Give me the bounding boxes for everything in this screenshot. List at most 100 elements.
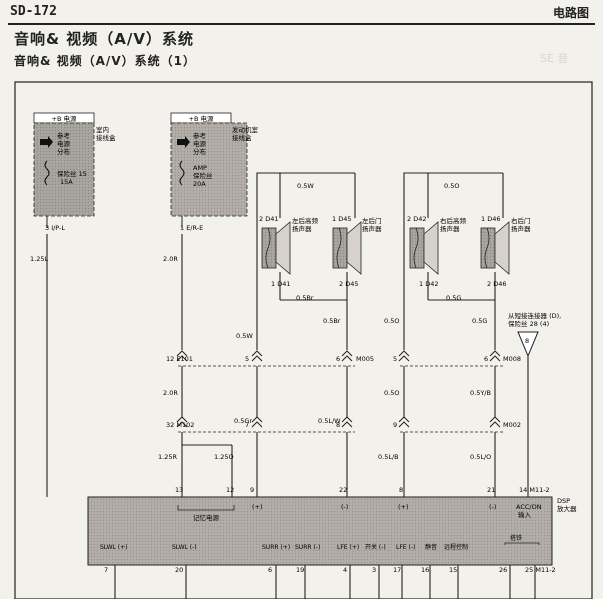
amp-pin: 17 — [393, 566, 401, 574]
speaker-pin: 2 D46 — [487, 280, 506, 288]
connector-label: M005 — [356, 355, 374, 363]
amp-pin: 19 — [296, 566, 304, 574]
amp-pin: 14 M11-2 — [519, 486, 550, 494]
location-label: 发动机室 — [232, 125, 259, 134]
wire-label: 0.5O — [384, 317, 399, 325]
amp-pin: 12 — [226, 486, 234, 494]
dsp-amplifier: DSP 放大器 13 12 9 22 8 21 14 M11-2 (+) (-)… — [87, 486, 577, 574]
speaker-icon — [494, 221, 510, 275]
section-title: 电路图 — [552, 6, 589, 20]
connector-label: 1 E/R-E — [180, 224, 203, 232]
fuse-label: 15A — [60, 178, 73, 186]
speaker-d45: 1 D45 左后门 扬声器 2 D45 — [332, 215, 382, 288]
amp-pin: 4 — [343, 566, 347, 574]
wire-label: 1.25L — [30, 255, 48, 263]
speaker-label: 左后门 — [362, 216, 382, 225]
speaker-label: 右后高频 — [440, 216, 467, 225]
speaker-icon — [346, 221, 362, 275]
jumper-pin: 8 — [525, 337, 529, 345]
connector-label: 3 I/P-L — [45, 224, 65, 232]
reference-arrow-icon — [40, 136, 53, 148]
connector-label: 9 — [393, 421, 397, 429]
amp-pin: 26 — [499, 566, 507, 574]
amp-pin: 21 — [487, 486, 495, 494]
wire-label: 0.5Y/B — [470, 389, 491, 397]
connector-label: 6 — [484, 355, 488, 363]
wire-label: 2.0R — [163, 255, 178, 263]
amp-pin: 9 — [250, 486, 254, 494]
connector-label: 32 M102 — [166, 421, 194, 429]
page-code: SD-172 — [10, 4, 57, 19]
acc-label: ACC/ON — [516, 503, 542, 511]
speaker-label: 扬声器 — [362, 224, 382, 233]
amp-terminal-label: LFE (-) — [396, 544, 415, 551]
amp-terminal-label: 静音 — [425, 543, 437, 551]
amp-terminal-label: 远程控制 — [444, 543, 468, 551]
location-label: 接线盒 — [232, 133, 252, 142]
speaker-pin: 2 D41 — [259, 215, 278, 223]
ref-line: 分布 — [193, 147, 207, 156]
wires — [46, 172, 536, 599]
connector-label: 5 — [393, 355, 397, 363]
connector-label: 7 — [245, 421, 249, 429]
amp-pin: 6 — [268, 566, 272, 574]
speaker-d46: 1 D46 右后门 扬声器 2 D46 — [480, 215, 531, 288]
connector-label: 6 — [336, 355, 340, 363]
wire-label: 1.25R — [158, 453, 177, 461]
speaker-pin: 1 D45 — [332, 215, 351, 223]
acc-label: 输入 — [518, 510, 532, 519]
connector-pins — [176, 350, 501, 428]
speaker-label: 左后高频 — [292, 216, 319, 225]
amp-terminal-label: SURR (+) — [262, 544, 290, 551]
fuse-icon — [179, 160, 185, 186]
power-box-engine-junction: +B 电源 参考 电源 分布 AMP 保险丝 20A 发动机室 接线盒 1 E/… — [170, 112, 259, 232]
wire-label: 0.5L/O — [470, 453, 491, 461]
wire-label: 0.5Br — [323, 317, 341, 325]
wire-label: 2.0R — [163, 389, 178, 397]
wire-label: 0.5W — [236, 332, 253, 340]
connector-label: 5 — [245, 355, 249, 363]
diagram-frame — [14, 81, 593, 599]
wire-label: 0.5W — [297, 182, 314, 190]
amp-terminal-label: SLWL (+) — [100, 544, 128, 551]
location-label: 接线盒 — [96, 133, 116, 142]
amp-pin: 25 M11-2 — [525, 566, 556, 574]
connector-label: M002 — [503, 421, 521, 429]
amp-pin: 13 — [175, 486, 183, 494]
speaker-pin: 2 D45 — [339, 280, 358, 288]
amp-terminal-label: LFE (+) — [337, 544, 359, 551]
connector-dash-lines — [178, 365, 503, 433]
amp-pin: 16 — [421, 566, 429, 574]
speaker-label: 扬声器 — [292, 224, 312, 233]
wire-label: 0.5Gr — [234, 417, 252, 425]
wire-label: 0.5G — [472, 317, 487, 325]
amp-pin: 22 — [339, 486, 347, 494]
amp-terminal-label: SLWL (-) — [172, 544, 197, 551]
amp-pin: 7 — [104, 566, 108, 574]
connector-label: 8 — [336, 421, 340, 429]
amp-terminal-label: SURR (-) — [295, 544, 320, 551]
connector-label: 12 E101 — [166, 355, 193, 363]
page-title: 音响& 视频（A/V）系统 — [14, 30, 195, 48]
wire-label: 1.25O — [214, 453, 234, 461]
speaker-pin: 2 D42 — [407, 215, 426, 223]
speaker-pin: 1 D42 — [419, 280, 438, 288]
amp-pin: 15 — [449, 566, 457, 574]
power-box-header: +B 电源 — [189, 114, 214, 123]
fuse-label: 保险丝 — [193, 171, 213, 180]
speaker-label: 扬声器 — [440, 224, 460, 233]
amp-pin: 8 — [399, 486, 403, 494]
amp-pin: 3 — [372, 566, 376, 574]
memory-label: 记忆电源 — [193, 513, 220, 522]
amp-polarity: (+) — [252, 503, 263, 511]
wire-label: 0.5L/W — [318, 417, 341, 425]
amp-terminal-label: 开关 (-) — [365, 543, 386, 551]
ref-line: 参考 — [193, 131, 207, 140]
jumper-label: 保险丝 28 (4) — [508, 319, 549, 328]
wire-label: 0.5L/B — [378, 453, 399, 461]
amp-polarity: (-) — [489, 503, 496, 511]
speaker-pin: 1 D46 — [481, 215, 500, 223]
speaker-d42: 2 D42 右后高频 扬声器 1 D42 — [407, 215, 467, 288]
power-box-interior-junction: +B 电源 参考 电源 分布 保险丝 15 15A 室内 接线盒 3 I/P-L — [33, 112, 116, 232]
